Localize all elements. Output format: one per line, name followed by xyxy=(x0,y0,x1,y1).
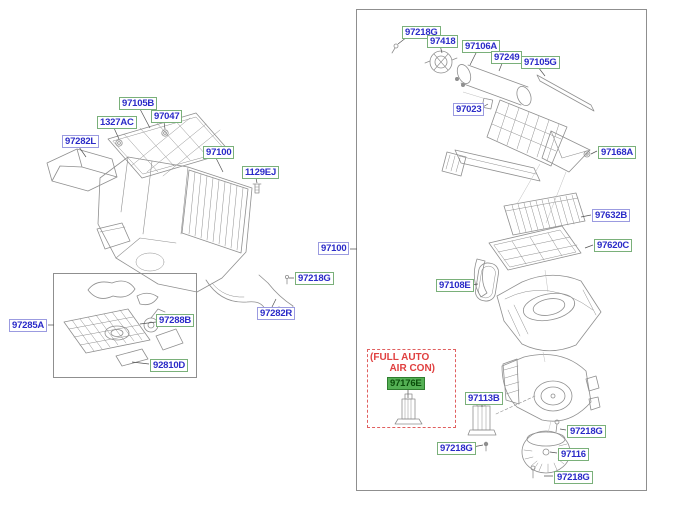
part-label-97100-left[interactable]: 97100 xyxy=(203,146,235,159)
part-label-97249[interactable]: 97249 xyxy=(491,51,523,64)
part-label-97282r[interactable]: 97282R xyxy=(257,307,296,320)
part-label-97632b[interactable]: 97632B xyxy=(592,209,631,222)
note-line-2: AIR CON) xyxy=(389,363,435,374)
part-label-1129ej[interactable]: 1129EJ xyxy=(242,166,280,179)
part-label-97108e[interactable]: 97108E xyxy=(436,279,474,292)
part-label-97620c[interactable]: 97620C xyxy=(594,239,633,252)
part-label-97282l[interactable]: 97282L xyxy=(62,135,100,148)
part-label-97023[interactable]: 97023 xyxy=(453,103,485,116)
part-label-97105g[interactable]: 97105G xyxy=(521,56,560,69)
part-label-97113b[interactable]: 97113B xyxy=(465,392,503,405)
part-label-97218g-3[interactable]: 97218G xyxy=(567,425,606,438)
full-auto-aircon-zone xyxy=(367,349,456,428)
part-label-97288b[interactable]: 97288B xyxy=(156,314,195,327)
part-label-97218g-1[interactable]: 97218G xyxy=(295,272,334,285)
part-label-97418[interactable]: 97418 xyxy=(427,35,459,48)
part-label-97116[interactable]: 97116 xyxy=(558,448,589,461)
guide-lines xyxy=(462,91,567,434)
part-label-92810d[interactable]: 92810D xyxy=(150,359,189,372)
part-label-97176e-highlighted[interactable]: 97176E xyxy=(387,377,425,390)
part-label-97106a[interactable]: 97106A xyxy=(462,40,501,53)
note-line-1: (FULL AUTO xyxy=(370,352,430,363)
part-label-97218g-4[interactable]: 97218G xyxy=(437,442,476,455)
leader-lines xyxy=(48,36,598,477)
part-label-1327ac[interactable]: 1327AC xyxy=(97,116,137,129)
part-label-97100-main[interactable]: 97100 xyxy=(318,242,350,255)
cowl-subassembly-frame xyxy=(53,273,197,378)
part-label-97047[interactable]: 97047 xyxy=(151,110,183,123)
part-label-97218g-5[interactable]: 97218G xyxy=(554,471,593,484)
full-auto-aircon-note: (FULL AUTO AIR CON) xyxy=(370,352,436,374)
part-label-97105b[interactable]: 97105B xyxy=(119,97,158,110)
blower-unit-frame xyxy=(356,9,647,491)
part-label-97285a[interactable]: 97285A xyxy=(9,319,48,332)
part-label-97168a[interactable]: 97168A xyxy=(598,146,637,159)
